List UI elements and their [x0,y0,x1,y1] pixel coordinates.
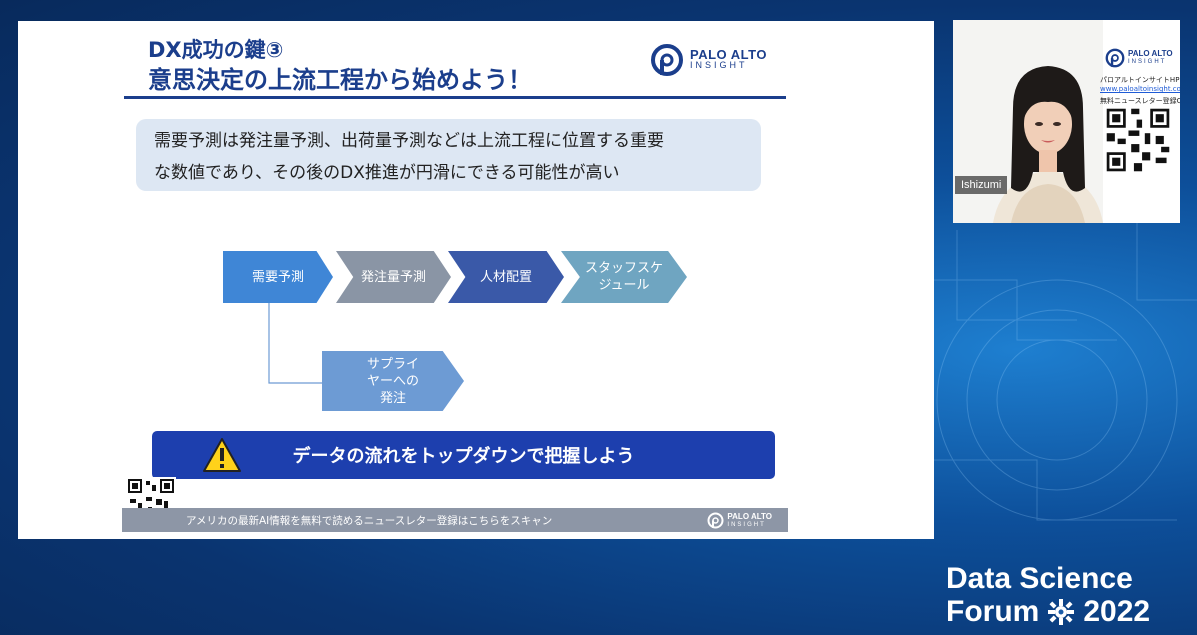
slide-title-line2: 意思決定の上流工程から始めよう！ [148,66,532,94]
warning-icon [203,438,241,472]
brand-word-forum: Forum [946,595,1040,628]
webcam-logo-icon [1105,48,1125,68]
webcam-logo-line2: INSIGHT [1128,59,1167,65]
participant-name-tag: Ishizumi [955,176,1008,194]
webcam-view: PALO ALTO INSIGHT パロアルトインサイトHP： www.palo… [953,20,1180,223]
speaker-avatar [993,66,1103,223]
callout-line1: 需要予測は発注量予測、出荷量予測などは上流工程に位置する重要 [154,131,664,151]
warning-banner: データの流れをトップダウンで把握しよう [152,431,775,479]
palo-alto-logo-icon [651,44,683,76]
logo-text-line2: INSIGHT [690,60,748,70]
flow-step-staffing: 人材配置 [448,251,564,303]
webcam-logo: PALO ALTO INSIGHT [1105,48,1173,68]
warning-text: データの流れをトップダウンで把握しよう [292,446,635,467]
flow-step-supplier-order: サプライヤーへの発注 [322,351,464,411]
footer-logo-icon [707,512,724,529]
flow-step-label: 需要予測 [251,269,304,285]
callout-line2: な数値であり、その後のDX推進が円滑にできる可能性が高い [154,163,620,183]
footer-logo: PALO ALTO INSIGHT [707,512,772,529]
flow-step-order-forecast: 発注量予測 [336,251,451,303]
webcam-newsletter-label: 無料ニュースレター登録QR [1100,97,1180,105]
footer-text: アメリカの最新AI情報を無料で読めるニュースレター登録はこちらをスキャン [186,514,553,527]
brand-year: 2022 [1083,595,1151,628]
presentation-slide: DX成功の鍵③ 意思決定の上流工程から始めよう！ PALO ALTO INSIG… [18,21,934,539]
brand-gear-icon [1048,598,1075,625]
flow-step-label: スタッフスケジュール [584,261,663,293]
newsletter-qr-code[interactable] [126,477,176,527]
flow-step-label: サプライヤーへの発注 [366,356,419,406]
callout-box: 需要予測は発注量予測、出荷量予測などは上流工程に位置する重要 な数値であり、その… [136,119,761,191]
circuit-background [897,220,1197,521]
footer-logo-line2: INSIGHT [727,521,766,528]
webcam-logo-line1: PALO ALTO [1128,49,1173,58]
webcam-hp-label: パロアルトインサイトHP： [1100,76,1180,84]
footer-logo-line1: PALO ALTO [727,511,772,521]
brand-line1: Data Science [946,562,1133,595]
slide-title-line1: DX成功の鍵③ [148,38,284,62]
webcam-qr-code[interactable] [1104,106,1172,174]
flow-step-demand-forecast: 需要予測 [223,251,333,303]
webcam-url-link[interactable]: www.paloaltoinsight.com [1100,85,1180,93]
title-divider [124,96,786,99]
flow-step-staff-schedule: スタッフスケジュール [561,251,687,303]
slide-title: DX成功の鍵③ 意思決定の上流工程から始めよう！ [148,35,532,95]
palo-alto-logo: PALO ALTO INSIGHT [650,43,767,77]
logo-text-line1: PALO ALTO [690,47,767,62]
footer-banner: アメリカの最新AI情報を無料で読めるニュースレター登録はこちらをスキャン PAL… [122,508,788,532]
flow-step-label: 発注量予測 [360,269,426,285]
flow-step-label: 人材配置 [479,269,532,285]
event-brand: Data Science Forum 2022 [946,562,1150,628]
